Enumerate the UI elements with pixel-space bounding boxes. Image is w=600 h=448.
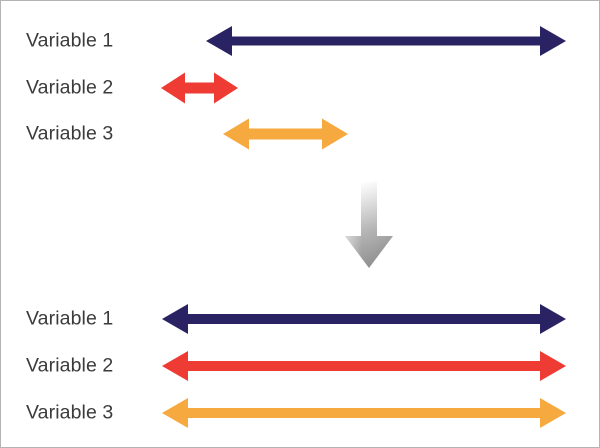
down-arrow-gradient-icon: [343, 182, 395, 270]
variable-row: Variable 3: [1, 111, 599, 157]
variable-row: Variable 1: [1, 18, 599, 64]
variable-label: Variable 2: [26, 76, 114, 99]
double-headed-arrow-icon: [162, 299, 566, 339]
variable-label: Variable 1: [26, 29, 114, 52]
double-headed-arrow-icon: [161, 68, 238, 108]
panel-before-normalization: Variable 1 Variable 2 Variable 3: [1, 1, 599, 176]
panel-after-normalization: Variable 1 Variable 2 Variable 3: [1, 289, 599, 447]
variable-label: Variable 3: [26, 122, 114, 145]
variable-label: Variable 2: [26, 354, 114, 377]
variable-row: Variable 2: [1, 65, 599, 111]
variable-row: Variable 2: [1, 343, 599, 389]
double-headed-arrow-icon: [162, 346, 566, 386]
variable-label: Variable 3: [26, 401, 114, 424]
variable-row: Variable 3: [1, 390, 599, 436]
double-headed-arrow-icon: [206, 21, 566, 61]
double-headed-arrow-icon: [162, 393, 566, 433]
variable-row: Variable 1: [1, 296, 599, 342]
double-headed-arrow-icon: [223, 114, 348, 154]
variable-label: Variable 1: [26, 307, 114, 330]
